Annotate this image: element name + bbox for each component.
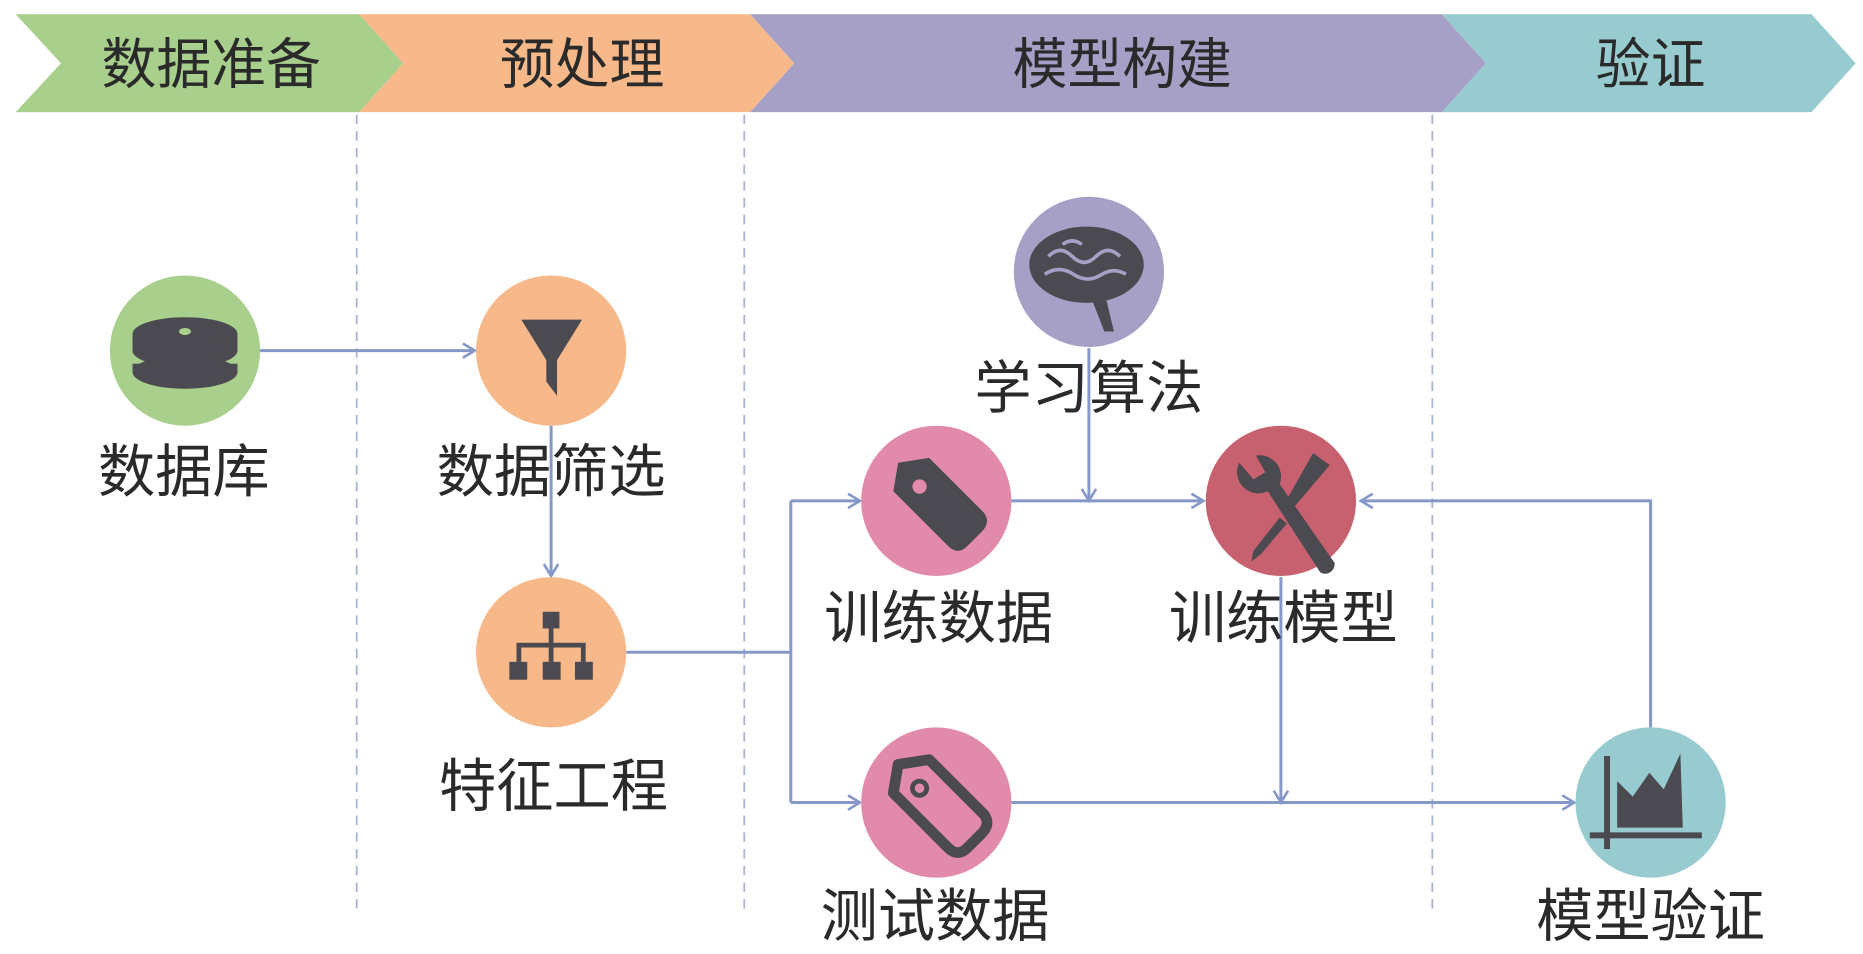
stage-data-prep — [15, 14, 404, 113]
node-label: 数据筛选 — [437, 439, 666, 505]
stage-validation — [1441, 14, 1856, 113]
database-icon — [132, 317, 238, 389]
node-label: 训练数据 — [824, 586, 1053, 652]
node-label: 数据库 — [98, 439, 270, 505]
node-algorithm — [1013, 196, 1165, 348]
area-chart-icon — [1589, 753, 1702, 850]
brain-icon — [1029, 226, 1144, 332]
node-label: 特征工程 — [439, 754, 668, 820]
edge-feature-split — [626, 500, 793, 803]
tools-icon — [1237, 453, 1335, 574]
stage-preprocess — [359, 14, 795, 113]
node-train-data — [861, 425, 1012, 576]
node-validate — [1575, 727, 1726, 878]
stage-banner: 数据准备 预处理 模型构建 验证 — [15, 14, 1856, 113]
node-train-model — [1205, 425, 1357, 576]
node-feature — [475, 577, 627, 728]
edge-validate-feedback — [1361, 501, 1653, 728]
connectors — [260, 348, 1653, 803]
stage-model-build — [750, 14, 1487, 113]
node-database — [109, 275, 261, 426]
node-test-data — [861, 727, 1012, 878]
stage-label: 数据准备 — [102, 32, 321, 96]
stage-label: 预处理 — [500, 32, 665, 96]
node-label: 测试数据 — [821, 884, 1050, 950]
stage-label: 验证 — [1596, 32, 1706, 96]
hierarchy-icon — [509, 611, 593, 680]
node-label: 训练模型 — [1169, 586, 1398, 652]
node-label: 模型验证 — [1536, 884, 1765, 950]
tag-outline-icon — [887, 754, 993, 858]
stage-label: 模型构建 — [1013, 32, 1232, 96]
node-filter — [475, 275, 627, 426]
funnel-icon — [521, 319, 583, 396]
node-label: 学习算法 — [974, 356, 1203, 422]
